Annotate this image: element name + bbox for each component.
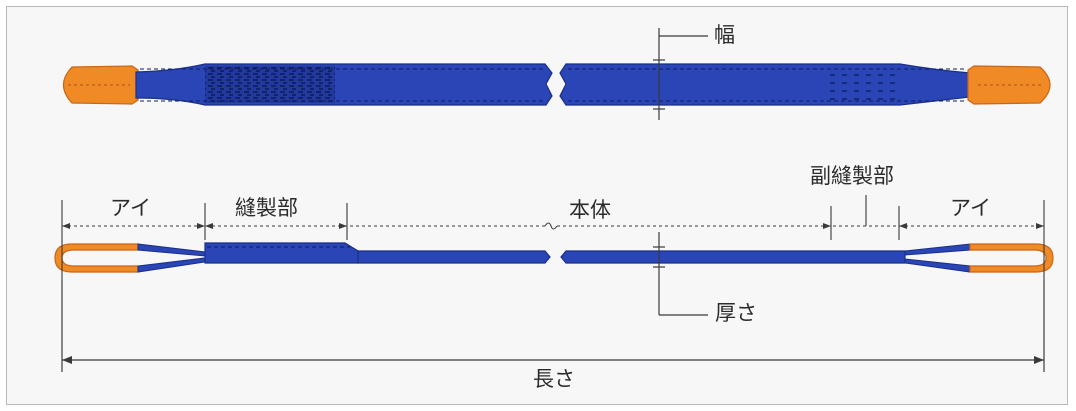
side-left-eye-loop — [54, 243, 139, 273]
width-dimension — [653, 28, 708, 120]
length-label: 長さ — [531, 367, 577, 391]
side-body-left — [357, 250, 551, 264]
side-left-eye-legs — [137, 243, 206, 273]
thickness-dimension — [653, 232, 708, 316]
width-label: 幅 — [712, 23, 737, 47]
eye-right-label: アイ — [948, 196, 993, 220]
body-label: 本体 — [567, 198, 613, 222]
length-dimension — [61, 280, 1045, 372]
top-sub-sewn-stitching — [828, 70, 898, 100]
top-view-sling — [62, 63, 1051, 106]
side-right-eye-loop — [969, 243, 1054, 273]
top-right-body — [559, 63, 971, 106]
top-left-body — [135, 63, 553, 106]
top-sewn-stitching — [205, 66, 335, 103]
side-sewn-part — [204, 242, 359, 264]
thickness-label: 厚さ — [713, 301, 759, 325]
sub-sewn-part-label: 副縫製部 — [808, 164, 896, 188]
length-arrowheads — [62, 356, 1044, 364]
section-dimension-line — [61, 195, 1045, 280]
side-body-right — [560, 250, 906, 264]
sewn-part-label: 縫製部 — [233, 196, 300, 220]
side-view-sling — [54, 242, 1054, 273]
side-right-eye-legs — [904, 243, 971, 273]
dimension-arrowheads — [62, 223, 1044, 229]
eye-left-label: アイ — [108, 196, 153, 220]
